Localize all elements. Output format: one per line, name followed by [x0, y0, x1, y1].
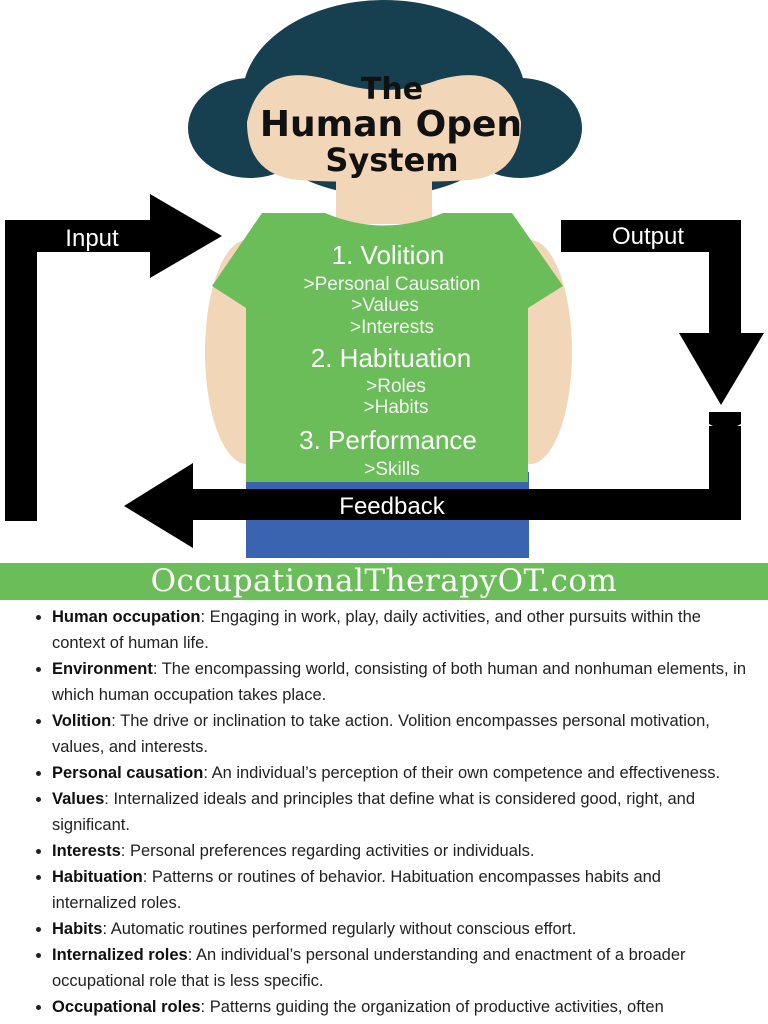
section-item-roles: >Roles — [366, 376, 426, 397]
definition-text: : Engaging in work, play, daily activiti… — [52, 608, 701, 652]
feedback-arrow-bottom-bar — [190, 489, 741, 520]
site-banner-text: OccupationalTherapyOT.com — [150, 563, 618, 599]
input-arrow-left-bar — [5, 220, 37, 510]
definition-text: : The encompassing world, consisting of … — [52, 660, 746, 704]
output-arrow-right-bar — [709, 220, 741, 335]
output-label: Output — [612, 223, 684, 250]
definition-text: : An individual’s personal understanding… — [52, 946, 686, 990]
output-arrow: Output — [561, 220, 764, 405]
definition-item: Human occupation: Engaging in work, play… — [52, 604, 746, 656]
feedback-label: Feedback — [339, 493, 445, 520]
definition-term: Interests — [52, 842, 121, 860]
definition-term: Environment — [52, 660, 153, 678]
definition-item: Internalized roles: An individual’s pers… — [52, 942, 746, 994]
input-arrow-top-bar — [5, 220, 155, 252]
definition-item: Habituation: Patterns or routines of beh… — [52, 864, 746, 916]
definition-term: Human occupation — [52, 608, 201, 626]
human-open-system-diagram: The Human Open System 1. Volition >Perso… — [5, 0, 764, 558]
feedback-arrow: Feedback — [5, 412, 741, 548]
definition-text: : Patterns guiding the organization of p… — [200, 998, 664, 1016]
definition-item: Occupational roles: Patterns guiding the… — [52, 994, 746, 1020]
definition-item: Values: Internalized ideals and principl… — [52, 786, 746, 838]
definition-item: Interests: Personal preferences regardin… — [52, 838, 746, 864]
shirt-text: 1. Volition >Personal Causation >Values … — [299, 240, 480, 480]
diagram-title-line-2: Human Open — [260, 104, 522, 145]
section-item-habits: >Habits — [364, 397, 429, 418]
definition-text: : An individual’s perception of their ow… — [203, 764, 721, 782]
definition-text: : Internalized ideals and principles tha… — [52, 790, 696, 834]
definition-item: Personal causation: An individual’s perc… — [52, 760, 746, 786]
definitions-bullets: Human occupation: Engaging in work, play… — [0, 604, 768, 1020]
shirt — [212, 213, 563, 482]
feedback-arrowhead — [124, 463, 193, 548]
section-item-skills: >Skills — [364, 459, 419, 480]
definition-term: Internalized roles — [52, 946, 188, 964]
neck — [336, 176, 432, 224]
face — [247, 75, 521, 182]
definitions-list: Human occupation: Engaging in work, play… — [0, 604, 768, 1024]
diagram-title-line-3: System — [325, 141, 458, 179]
diagram-title-line-1: The — [361, 72, 423, 107]
section-heading-performance: 3. Performance — [299, 425, 477, 455]
definition-term: Occupational roles — [52, 998, 201, 1016]
output-arrowhead — [679, 333, 764, 405]
input-arrowhead — [150, 194, 222, 278]
definition-term: Volition — [52, 712, 112, 730]
definition-item: Volition: The drive or inclination to ta… — [52, 708, 746, 760]
site-banner: OccupationalTherapyOT.com — [0, 563, 768, 600]
section-item-personal-causation: >Personal Causation — [304, 274, 481, 295]
definition-text: : Personal preferences regarding activit… — [120, 842, 535, 860]
definition-term: Values — [52, 790, 105, 808]
section-heading-habituation: 2. Habituation — [311, 343, 471, 373]
input-arrow: Input — [5, 194, 222, 510]
feedback-arrow-left-stub — [5, 489, 37, 521]
definition-text: : The drive or inclination to take actio… — [52, 712, 710, 756]
section-item-values: >Values — [351, 295, 419, 316]
definition-item: Environment: The encompassing world, con… — [52, 656, 746, 708]
definition-term: Personal causation — [52, 764, 204, 782]
section-item-interests: >Interests — [350, 317, 434, 338]
definition-term: Habits — [52, 920, 103, 938]
definition-item: Habits: Automatic routines performed reg… — [52, 916, 746, 942]
section-heading-volition: 1. Volition — [332, 240, 445, 270]
definition-text: : Automatic routines performed regularly… — [102, 920, 577, 938]
definition-term: Habituation — [52, 868, 143, 886]
input-label: Input — [65, 225, 119, 252]
definition-text: : Patterns or routines of behavior. Habi… — [52, 868, 661, 912]
